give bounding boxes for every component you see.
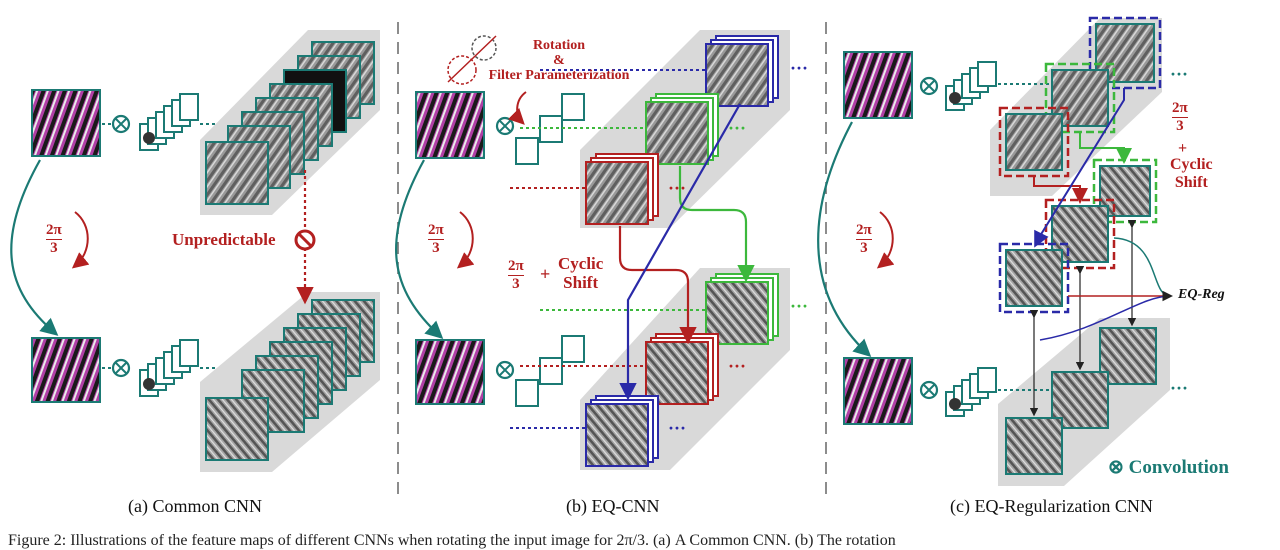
- svg-text:···: ···: [668, 418, 686, 438]
- svg-text:···: ···: [728, 118, 746, 138]
- panel-c: ··· ···: [817, 16, 1188, 486]
- input-image-bottom-c: [843, 357, 913, 425]
- red-featuremaps-bottom: [645, 333, 719, 405]
- input-image-top-c: [843, 51, 913, 119]
- svg-text:···: ···: [728, 356, 746, 376]
- plus-c: +: [1178, 140, 1188, 157]
- blue-featuremaps-bottom: [585, 395, 659, 467]
- green-shift-arrow: [678, 166, 755, 283]
- input-image-bottom-b: [415, 339, 485, 405]
- unpredictable-label: Unpredictable: [172, 230, 276, 249]
- bottom-featuremaps-c: [1005, 327, 1157, 475]
- input-image-top: [31, 89, 101, 157]
- conv-legend-label: Convolution: [1128, 457, 1229, 478]
- conv-legend-icon: ⊗: [1108, 457, 1124, 478]
- figure-footer: Figure 2: Illustrations of the feature m…: [8, 532, 896, 549]
- convolution-legend: ⊗ Convolution: [1108, 456, 1229, 479]
- blue-shift-arrow: [619, 103, 741, 401]
- caption-a: (a) Common CNN: [128, 496, 262, 516]
- caption-c: (c) EQ-Regularization CNN: [950, 496, 1153, 516]
- input-image-top-b: [415, 91, 485, 159]
- caption-b: (b) EQ-CNN: [566, 496, 660, 516]
- input-image-bottom: [31, 337, 101, 403]
- conv-symbol: [111, 114, 131, 134]
- red-featuremaps-top: [585, 153, 659, 225]
- panel-a: [10, 30, 380, 472]
- rotation-label: Rotation & Filter Parameterization: [488, 38, 630, 83]
- dashed-red-mid: [1044, 198, 1116, 270]
- green-featuremaps-top: [645, 93, 719, 165]
- green-featuremaps-bottom: [705, 273, 779, 345]
- rotation-arrow: [10, 159, 59, 336]
- panel-b: ··· ··· ··· ··· ··· ···: [395, 30, 808, 470]
- filter-stack-top: [139, 93, 199, 151]
- dashed-blue-mid: [998, 242, 1070, 314]
- eqreg-label: EQ-Reg: [1178, 287, 1225, 302]
- dashed-red-top: [998, 106, 1070, 178]
- red-shift-arrow: [618, 226, 697, 345]
- blue-featuremaps-top: [705, 35, 779, 107]
- featuremaps-top: [205, 41, 375, 205]
- filter-stack-bottom-c: [945, 367, 997, 417]
- svg-text:···: ···: [790, 296, 808, 316]
- rotation-icon: [447, 35, 497, 85]
- filter-stack-top-c: [945, 61, 997, 111]
- svg-text:···: ···: [1170, 378, 1188, 398]
- svg-text:···: ···: [1170, 64, 1188, 84]
- filter-stack-bottom: [139, 339, 199, 397]
- svg-text:···: ···: [668, 178, 686, 198]
- plus-b: +: [540, 264, 551, 284]
- featuremaps-bottom: [205, 299, 375, 461]
- rotated-filters-bottom: [515, 335, 585, 407]
- svg-text:···: ···: [790, 58, 808, 78]
